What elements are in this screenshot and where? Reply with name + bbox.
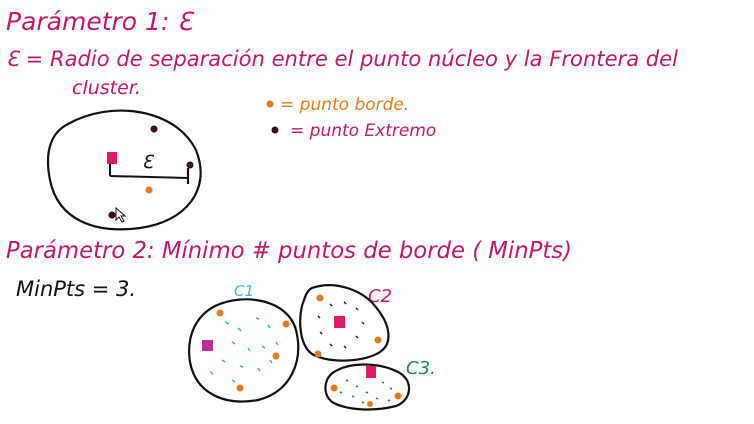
c3-point (375, 397, 379, 400)
c2-member-points (317, 301, 365, 349)
c3-point (351, 395, 355, 398)
param2-title: Parámetro 2: Mínimo # puntos de borde ( … (6, 238, 572, 264)
c2-point (355, 307, 359, 311)
c2-point (361, 321, 365, 325)
c2-point (329, 343, 333, 347)
extreme-point (150, 125, 158, 133)
cluster-c3-boundary (324, 363, 411, 411)
cluster-c1-label: C1 (234, 282, 254, 300)
c1-point (231, 341, 236, 345)
c1-point (261, 345, 266, 349)
c1-border-point (216, 309, 224, 317)
c1-point (231, 379, 236, 383)
extreme-point (108, 211, 116, 219)
c3-border-point (330, 384, 338, 392)
legend-border-dot (266, 100, 274, 108)
c3-point (389, 387, 393, 390)
epsilon-radius-line (109, 175, 189, 179)
legend-extreme-label: = punto Extremo (290, 121, 436, 141)
param1-definition-line1: ℇ = Radio de separación entre el punto n… (6, 47, 678, 71)
c2-point (317, 315, 321, 319)
c1-point (255, 317, 260, 320)
param1-title: Parámetro 1: ℇ (6, 7, 194, 36)
legend-extreme-dot (271, 126, 279, 134)
c1-core-point (202, 340, 213, 351)
cluster-c2-label: C2 (368, 286, 392, 307)
cluster-c3-label: C3. (406, 358, 436, 379)
extreme-point (186, 161, 194, 169)
cluster-c1-boundary (188, 298, 300, 403)
minpts-value: MinPts = 3. (16, 277, 136, 301)
border-point (145, 186, 153, 194)
c3-border-point (367, 401, 373, 407)
c1-point (267, 324, 271, 329)
c1-border-point (282, 320, 290, 328)
c3-point (355, 385, 359, 388)
c1-point (257, 367, 261, 372)
c1-border-point (272, 352, 280, 360)
c1-point (224, 321, 230, 325)
core-point (107, 152, 117, 164)
epsilon-neighborhood-circle (46, 109, 202, 231)
c3-point (345, 379, 349, 382)
c2-point (343, 345, 347, 349)
epsilon-label: ℇ (142, 152, 155, 173)
c1-member-points (209, 317, 279, 383)
c2-point (329, 303, 333, 307)
c1-point (269, 359, 273, 364)
c1-point (209, 371, 214, 375)
c3-point (365, 391, 369, 394)
c2-border-point (374, 336, 382, 344)
c2-point (343, 301, 347, 305)
c1-point (275, 341, 279, 346)
c2-point (319, 331, 323, 335)
c3-border-point (394, 392, 402, 400)
cluster-c2-boundary (299, 284, 390, 362)
c1-point (239, 365, 244, 368)
legend-border-label: = punto borde. (280, 95, 409, 115)
c1-border-point (236, 384, 244, 392)
c2-border-point (316, 294, 324, 302)
c3-core-point (366, 366, 376, 378)
param1-definition-line2: cluster. (72, 77, 141, 99)
c3-point (361, 401, 365, 404)
c3-point (339, 391, 343, 394)
c2-core-point (334, 316, 345, 328)
c2-point (355, 335, 359, 339)
c1-point (237, 327, 242, 332)
c1-point (221, 359, 226, 363)
mouse-cursor-icon (115, 206, 127, 223)
c2-border-point (314, 350, 322, 358)
c3-point (381, 381, 385, 384)
c1-point (247, 347, 251, 352)
c3-point (387, 399, 391, 402)
c3-member-points (339, 379, 393, 404)
